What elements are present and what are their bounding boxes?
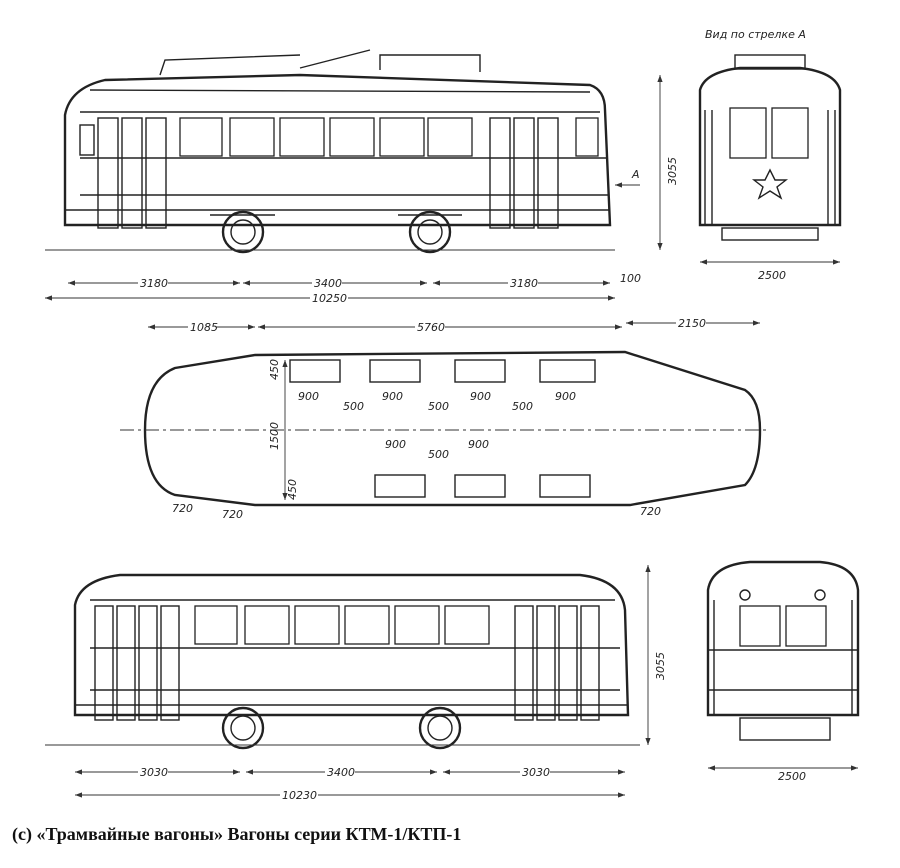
windows [179,117,599,157]
doors [94,605,600,721]
plan-dim-5760: 5760 [417,321,445,334]
front-view-title: Вид по стрелке A [705,28,806,41]
dim-3180-right: 3180 [510,277,538,290]
dim-10230: 10230 [282,789,317,802]
door-720: 720 [640,505,661,518]
plan-view: 1085 5760 2150 900 500 900 500 900 500 9… [120,316,770,521]
dim-3400: 3400 [314,277,342,290]
plan-dim-1085: 1085 [190,321,218,334]
dim-3030-right: 3030 [522,766,550,779]
seat-900: 900 [385,438,406,451]
seat-900: 900 [298,390,319,403]
motor-car-front-view: Вид по стрелке A 2500 [698,28,842,282]
figure-caption: (c) «Трамвайные вагоны» Вагоны серии КТМ… [12,824,462,844]
door-720: 720 [222,508,243,521]
windows [194,605,490,645]
gap-500: 500 [428,448,449,461]
dim-3180-left: 3180 [140,277,168,290]
trailer-car-side-view: 3030 3400 3030 10230 3055 [45,565,667,802]
dim-100: 100 [620,272,641,285]
plan-dim-2150: 2150 [678,317,706,330]
dim-3055: 3055 [654,652,667,680]
view-arrow-label: A [631,168,640,181]
doors [79,117,559,229]
aisle-bottom-450: 450 [286,479,299,500]
seats-top [289,359,596,383]
gap-500: 500 [428,400,449,413]
seat-900: 900 [555,390,576,403]
front-width-2500: 2500 [758,269,786,282]
seat-900: 900 [468,438,489,451]
motor-car-side-view: 3180 3400 3180 100 10250 3055 A [45,49,679,305]
gap-500: 500 [343,400,364,413]
aisle-top-450: 450 [268,359,281,380]
rear-width-2500: 2500 [778,770,806,783]
dim-10250: 10250 [312,292,347,305]
dim-3030-left: 3030 [140,766,168,779]
aisle-1500: 1500 [268,422,281,450]
dim-3400: 3400 [327,766,355,779]
dim-3055: 3055 [666,157,679,185]
seat-900: 900 [382,390,403,403]
seat-900: 900 [470,390,491,403]
seats-bottom [374,474,591,498]
gap-500: 500 [512,400,533,413]
trailer-car-rear-view: 2500 [706,560,860,783]
bogies [210,210,462,254]
door-720: 720 [172,502,193,515]
